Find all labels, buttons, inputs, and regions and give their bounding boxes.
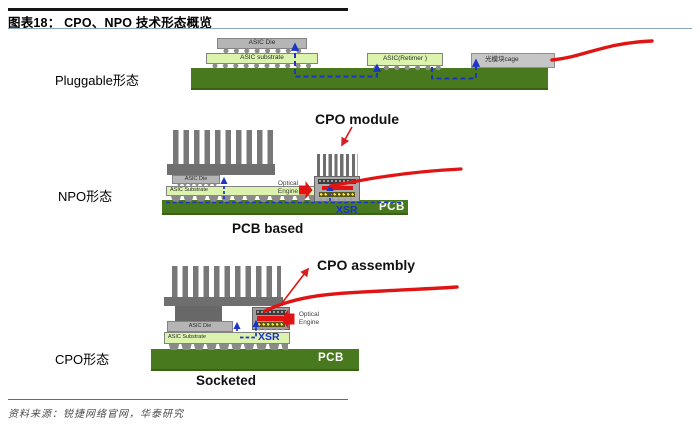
cpo-heatsink-base (164, 297, 283, 306)
cpo-module-body (314, 176, 360, 202)
module-photonic-strip (319, 192, 355, 197)
module-contact-strip (318, 179, 356, 184)
optical-module-cage: 光模块cage (471, 52, 555, 68)
retimer-chip: ASIC(Retimer ) (367, 53, 443, 66)
npo-caption: PCB based (232, 221, 304, 236)
cpo-pcb-label: PCB (318, 352, 344, 364)
solder-balls (176, 183, 218, 186)
module-laser-strip (257, 316, 283, 321)
module-contact-strip (256, 310, 286, 315)
solder-balls (221, 48, 305, 54)
cpo-callout-arrow (281, 267, 310, 304)
cpo-xsr-label: XSR (258, 331, 280, 343)
title-underline-rule (8, 27, 692, 29)
module-bumps (256, 326, 286, 331)
cpo-fiber-cable (263, 285, 459, 313)
cpo-asic-substrate-chip: ASIC Substrate (164, 331, 290, 344)
npo-pcb-label: PCB (379, 201, 405, 213)
cpo-caption: Socketed (196, 373, 257, 388)
npo-heatsink-base (167, 164, 275, 175)
npo-callout: CPO module (315, 111, 400, 127)
cpo-heatsink-pedestal (175, 306, 222, 322)
module-bumps (318, 197, 356, 202)
cpo-pcb-board (151, 349, 359, 371)
cpo-module-heatsink-fins (317, 154, 358, 176)
npo-heatsink-fins (173, 130, 274, 164)
substrate-bumps (170, 195, 330, 202)
npo-xsr-label: XSR (336, 203, 358, 216)
npo-asic-substrate-chip: ASIC Substrate (166, 185, 336, 196)
source-note: 资料来源：锐捷网络官网，华泰研究 (8, 409, 184, 420)
module-photonic-strip (257, 321, 285, 327)
cpo-callout: CPO assembly (317, 257, 416, 273)
module-laser-strip (322, 186, 353, 190)
cpo-assembly-body (252, 307, 290, 331)
cpo-optical-engine-label: Optical Engine (298, 311, 320, 327)
cpo-asic-die-chip: ASIC Die (167, 321, 233, 332)
pluggable-section-label: Pluggable形态 (55, 73, 139, 88)
solder-balls (371, 65, 441, 71)
title-top-rule (8, 8, 348, 11)
cpo-section-label: CPO形态 (55, 352, 110, 367)
npo-section-label: NPO形态 (58, 189, 113, 204)
npo-pcb-board (162, 199, 408, 215)
cpo-heatsink-fins (172, 266, 281, 297)
npo-optical-engine-label: Optical Engine (277, 180, 299, 196)
solder-balls (210, 62, 316, 69)
pluggable-fiber-cable (550, 39, 654, 62)
footer-rule (8, 399, 348, 400)
npo-callout-arrow (341, 126, 353, 147)
figure-title: 图表18： CPO、NPO 技术形态概览 (8, 16, 213, 30)
substrate-bumps (168, 343, 288, 350)
pluggable-pcb-board (191, 68, 548, 90)
